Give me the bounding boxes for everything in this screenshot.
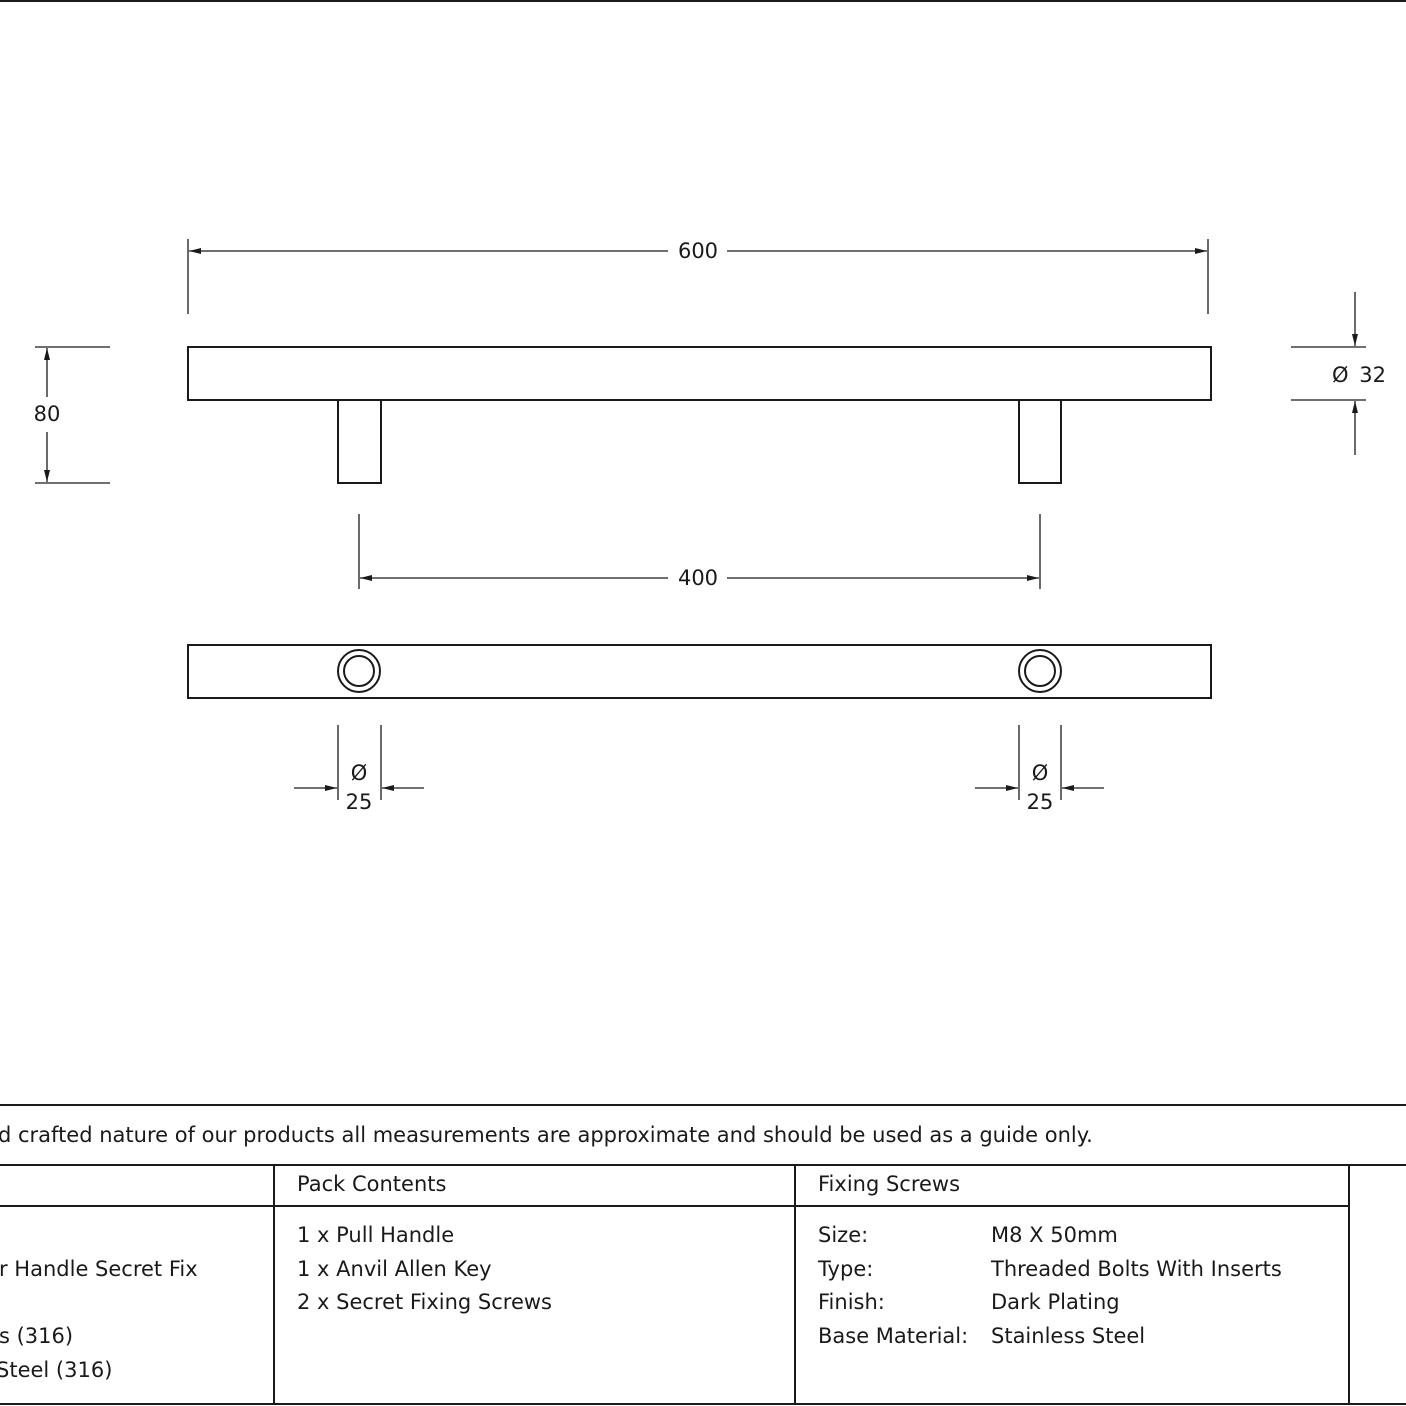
top-view <box>187 644 1212 699</box>
fixing-left-symbol: Ø <box>351 761 368 785</box>
length-dimension-label: 600 <box>678 239 718 263</box>
fixing-right-value: 25 <box>1027 790 1054 814</box>
fixing-right-dimension <box>975 725 1104 800</box>
pack-contents-header: Pack Contents <box>297 1172 446 1196</box>
base-material-fragment: Steel (316) <box>0 1358 112 1382</box>
product-name-fragment: r Handle Secret Fix <box>0 1257 198 1281</box>
bar-diameter-dimension <box>1291 292 1366 455</box>
fixing-screws-header: Fixing Screws <box>818 1172 960 1196</box>
bar-diameter-label: Ø 32 <box>1332 363 1386 387</box>
spec-value: M8 X 50mm <box>991 1223 1118 1247</box>
length-dimension <box>187 239 1209 314</box>
height-dimension-label: 80 <box>34 402 61 426</box>
centres-dimension-label: 400 <box>678 566 718 590</box>
material-fragment: s (316) <box>0 1324 73 1348</box>
spec-label: Size: <box>818 1223 868 1247</box>
handle-bar-top <box>187 644 1212 699</box>
standoff-left <box>337 399 382 484</box>
spec-value: Dark Plating <box>991 1290 1120 1314</box>
standoff-right <box>1018 399 1062 484</box>
diameter-symbol: Ø <box>1332 363 1349 387</box>
spec-label: Type: <box>817 1257 873 1281</box>
fixing-outer-left <box>337 649 381 693</box>
spec-value: Threaded Bolts With Inserts <box>990 1257 1282 1281</box>
front-view <box>187 346 1212 484</box>
fixing-right-symbol: Ø <box>1032 761 1049 785</box>
pack-item: 1 x Anvil Allen Key <box>297 1257 492 1281</box>
fixing-inner-left <box>343 655 375 687</box>
disclaimer-text: d crafted nature of our products all mea… <box>0 1123 1093 1147</box>
fixing-left-value: 25 <box>346 790 373 814</box>
fixing-inner-right <box>1024 655 1056 687</box>
fixing-left-dimension <box>294 725 424 800</box>
handle-bar-front <box>187 346 1212 401</box>
bar-diameter-value: 32 <box>1359 363 1386 387</box>
info-table-lines <box>0 1104 1406 1405</box>
pack-item: 2 x Secret Fixing Screws <box>297 1290 552 1314</box>
height-dimension <box>35 346 110 484</box>
spec-value: Stainless Steel <box>991 1324 1145 1348</box>
spec-label: Base Material: <box>818 1324 968 1348</box>
pack-item: 1 x Pull Handle <box>297 1223 454 1247</box>
centres-dimension <box>358 514 1041 589</box>
spec-label: Finish: <box>818 1290 885 1314</box>
fixing-outer-right <box>1018 649 1062 693</box>
